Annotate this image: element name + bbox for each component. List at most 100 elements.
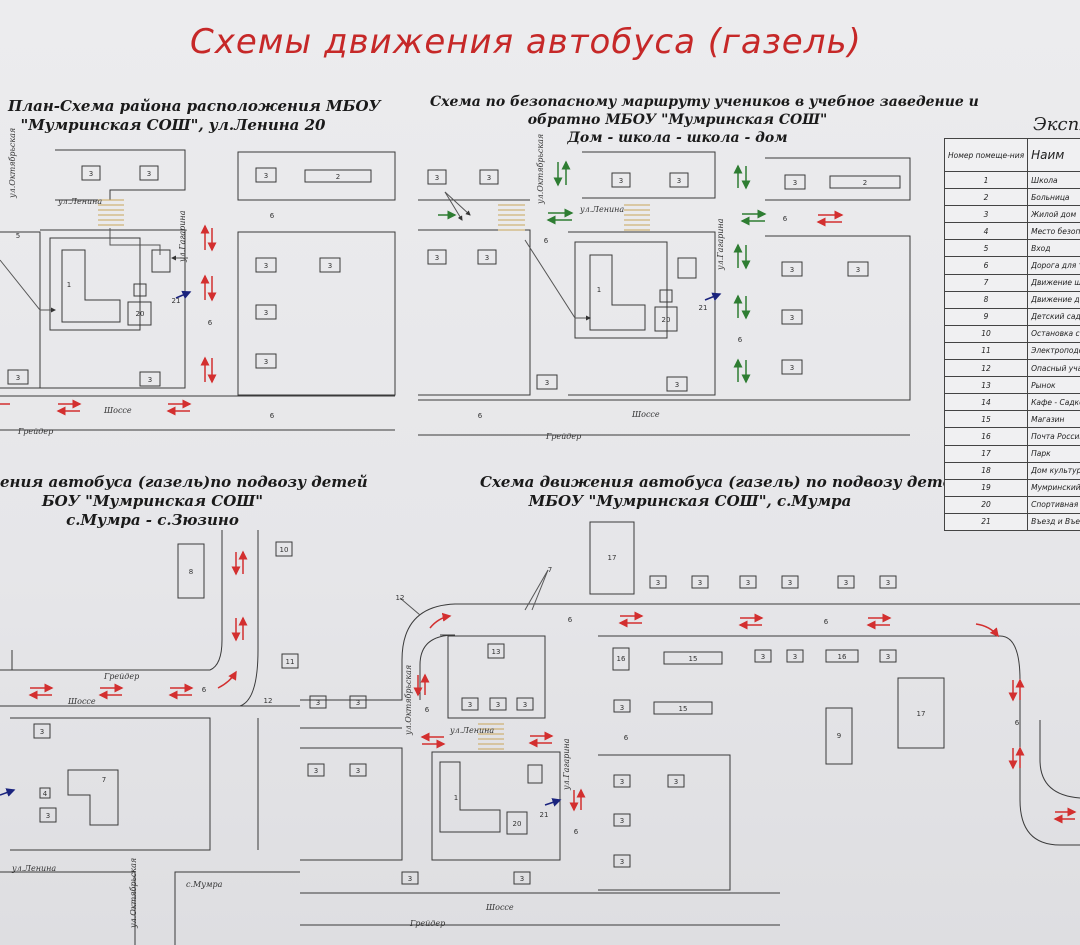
panel3-title-line1: ения автобуса (газель)по подвозу детей	[0, 473, 368, 491]
p4-street-lenina: ул.Ленина	[450, 726, 495, 735]
label-11: 11	[286, 658, 295, 666]
label-6: 6	[1015, 719, 1020, 727]
label-3: 3	[523, 701, 527, 709]
label-3: 3	[496, 701, 500, 709]
legend-row-num: 21	[943, 512, 1029, 531]
label-3: 3	[620, 778, 624, 786]
panel3-title-line3: с.Мумра - с.Зюзино	[66, 511, 239, 529]
legend-row-name: Магазин	[1027, 410, 1080, 429]
label-21: 21	[540, 811, 549, 819]
legend-row-name: Движение школьного	[1027, 273, 1080, 292]
legend-row-name: Вход	[1027, 239, 1080, 258]
label-3: 3	[856, 266, 860, 274]
label-3: 3	[46, 812, 50, 820]
label-3: 3	[656, 579, 660, 587]
label-3: 3	[746, 579, 750, 587]
panel3-arrows	[0, 550, 248, 797]
label-6: 6	[624, 734, 629, 742]
label-6: 6	[738, 336, 743, 344]
panel4-buildings	[307, 575, 897, 885]
label-6: 6	[208, 319, 213, 327]
legend-row-name: Почта России	[1027, 427, 1080, 446]
panel3-map	[0, 530, 300, 945]
label-3: 3	[674, 778, 678, 786]
label-3: 3	[356, 767, 360, 775]
legend-row-name: Рынок	[1027, 376, 1080, 395]
label-3: 3	[761, 653, 765, 661]
label-20: 20	[136, 310, 145, 318]
label-7: 7	[548, 566, 552, 574]
label-3: 3	[886, 653, 890, 661]
legend-row-name: Место безопасной по	[1027, 222, 1080, 241]
label-3: 3	[435, 174, 439, 182]
legend-row-num: 15	[943, 410, 1029, 429]
label-2: 2	[336, 173, 340, 181]
label-6: 6	[574, 828, 579, 836]
legend-row-num: 6	[943, 256, 1029, 275]
label-17: 17	[917, 710, 926, 718]
p3-village-mumra: с.Мумра	[186, 880, 223, 889]
label-3: 3	[89, 170, 93, 178]
p1-street-lenina: ул.Ленина	[58, 197, 103, 206]
label-3: 3	[264, 172, 268, 180]
panel4-title-line1: Схема движения автобуса (газель) по подв…	[480, 473, 979, 491]
legend-header-num: Номер помеще-ния	[943, 138, 1029, 172]
panel4-title: Схема движения автобуса (газель) по подв…	[480, 473, 979, 511]
label-3: 3	[793, 179, 797, 187]
p1-road-greider: Грейдер	[18, 427, 54, 436]
label-21: 21	[699, 304, 708, 312]
label-3: 3	[487, 174, 491, 182]
legend-row-num: 2	[943, 188, 1029, 207]
label-3: 3	[264, 309, 268, 317]
label-6: 6	[824, 618, 829, 626]
panel2-buildings	[427, 169, 901, 392]
panel4-arrows	[413, 611, 1077, 824]
label-3: 3	[677, 177, 681, 185]
label-3: 3	[314, 767, 318, 775]
label-1: 1	[597, 286, 601, 294]
label-1: 1	[454, 794, 458, 802]
legend-title: Экспл	[1033, 114, 1080, 135]
panel1-title-line2: "Мумринская СОШ", ул.Ленина 20	[20, 116, 326, 134]
label-3: 3	[356, 699, 360, 707]
legend-row-name: Дорога для транспор	[1027, 256, 1080, 275]
legend-row-num: 4	[943, 222, 1029, 241]
panel3-buildings	[33, 541, 299, 823]
label-9: 9	[837, 732, 841, 740]
legend-row-name: Дом культуры с.Мумр	[1027, 461, 1080, 480]
panel4-map	[300, 521, 1080, 926]
label-3: 3	[788, 579, 792, 587]
panel2-title-line2: обратно МБОУ "Мумринская СОШ"	[527, 112, 828, 128]
label-6: 6	[425, 706, 430, 714]
label-3: 3	[844, 579, 848, 587]
label-2: 2	[863, 179, 867, 187]
label-3: 3	[620, 817, 624, 825]
p2-road-shosse: Шоссе	[632, 410, 660, 419]
legend-row-num: 13	[943, 376, 1029, 395]
panel1-map	[0, 149, 396, 431]
p3-street-oktyabrskaya: ул.Октябрьская	[129, 857, 138, 928]
p2-street-lenina: ул.Ленина	[580, 205, 625, 214]
label-13: 13	[492, 648, 501, 656]
label-6: 6	[478, 412, 483, 420]
label-7: 7	[102, 776, 106, 784]
legend-row-name: Движение детей	[1027, 290, 1080, 309]
p4-road-shosse: Шоссе	[486, 903, 514, 912]
label-3: 3	[619, 177, 623, 185]
label-3: 3	[698, 579, 702, 587]
label-6: 6	[783, 215, 788, 223]
label-15: 15	[689, 655, 698, 663]
label-10: 10	[280, 546, 289, 554]
label-3: 3	[886, 579, 890, 587]
label-3: 3	[520, 875, 524, 883]
